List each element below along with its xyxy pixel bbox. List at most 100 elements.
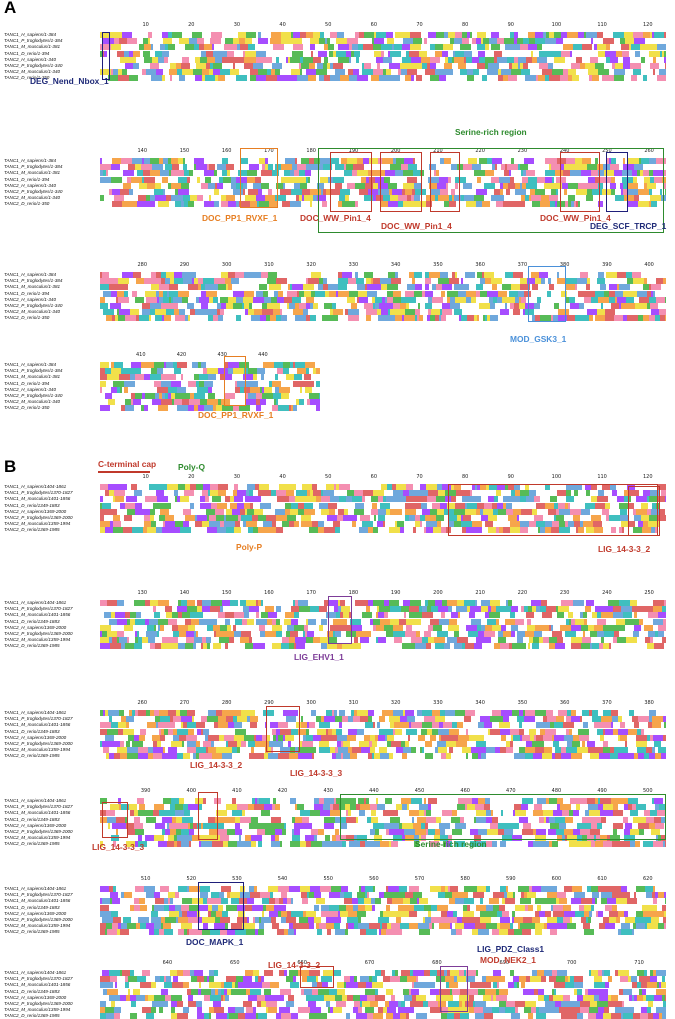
residue-block [379, 716, 385, 723]
residue-block [440, 502, 447, 509]
residue-block [650, 32, 652, 38]
residue-block [477, 624, 481, 631]
species-label: TANC2_P_troglodytes/1-340 [4, 303, 63, 308]
residue-block [185, 643, 193, 650]
residue-block [482, 201, 490, 208]
residue-block [542, 612, 552, 619]
residue-block [308, 75, 316, 82]
residue-block [391, 994, 395, 1001]
residue-block [151, 910, 158, 917]
residue-block [210, 994, 221, 1001]
residue-block [605, 75, 614, 82]
residue-block [396, 804, 402, 811]
residue-block [149, 929, 154, 936]
residue-block [258, 490, 261, 497]
residue-block [455, 182, 458, 189]
residue-block [520, 284, 530, 291]
residue-block [658, 515, 666, 521]
residue-block [389, 728, 393, 735]
residue-block [566, 618, 569, 625]
residue-block [636, 741, 647, 747]
residue-block [545, 38, 556, 45]
residue-block [134, 600, 145, 606]
residue-block [289, 484, 296, 490]
residue-block [570, 508, 581, 515]
residue-block [316, 368, 320, 375]
residue-block [444, 158, 451, 164]
residue-block [258, 38, 268, 45]
residue-block [134, 490, 142, 497]
residue-block [413, 892, 422, 899]
residue-block [350, 976, 354, 983]
residue-block [579, 303, 584, 309]
residue-block [123, 917, 131, 923]
residue-block [441, 612, 445, 619]
residue-block [498, 822, 508, 829]
residue-block [171, 1001, 177, 1007]
residue-block [213, 50, 221, 57]
residue-block [188, 728, 194, 735]
residue-block [560, 804, 571, 811]
residue-block [514, 484, 520, 490]
residue-block [478, 753, 481, 760]
residue-block [349, 612, 351, 619]
residue-block [361, 747, 370, 754]
residue-block [244, 710, 255, 716]
residue-block [138, 835, 142, 842]
residue-block [565, 502, 568, 509]
ruler-tick-label: 50 [325, 474, 332, 480]
residue-block [543, 32, 546, 38]
residue-block [188, 380, 196, 387]
residue-block [382, 296, 385, 303]
residue-block [558, 309, 569, 316]
residue-block [120, 741, 124, 747]
residue-block [185, 362, 187, 368]
residue-block [467, 643, 474, 650]
residue-block [387, 484, 392, 490]
residue-block [496, 201, 503, 208]
residue-block [231, 898, 239, 905]
residue-block [254, 508, 263, 515]
residue-block [384, 600, 389, 606]
residue-block [234, 734, 244, 741]
residue-block [150, 600, 158, 606]
residue-block [166, 362, 173, 368]
residue-block [587, 189, 592, 195]
residue-block [239, 38, 245, 45]
residue-block [451, 484, 454, 490]
residue-block [651, 201, 657, 208]
residue-block [102, 600, 107, 606]
residue-block [441, 290, 445, 297]
residue-block [307, 631, 314, 637]
residue-block [162, 32, 168, 38]
residue-block [623, 988, 632, 995]
ruler-tick-label: 540 [277, 876, 288, 882]
residue-block [348, 309, 359, 316]
residue-block [649, 201, 651, 208]
residue-block [484, 804, 490, 811]
residue-block [348, 923, 354, 930]
residue-block [431, 189, 440, 195]
residue-block [211, 988, 215, 995]
residue-block [541, 741, 544, 747]
residue-block [610, 182, 616, 189]
residue-block [365, 892, 367, 899]
residue-block [497, 982, 499, 989]
residue-block [568, 75, 572, 82]
residue-block [594, 44, 597, 51]
residue-block [204, 380, 213, 387]
residue-block [557, 278, 566, 285]
residue-block [512, 917, 514, 923]
residue-block [461, 521, 472, 528]
residue-block [215, 988, 218, 995]
residue-block [449, 747, 453, 754]
residue-block [216, 747, 225, 754]
residue-block [575, 315, 583, 322]
residue-block [336, 484, 339, 490]
residue-block [466, 624, 477, 631]
residue-block [514, 753, 525, 760]
residue-block [167, 484, 178, 490]
residue-block [373, 600, 379, 606]
residue-block [259, 484, 269, 490]
species-label: TANC2_P_troglodytes/1369-2000 [4, 829, 73, 834]
